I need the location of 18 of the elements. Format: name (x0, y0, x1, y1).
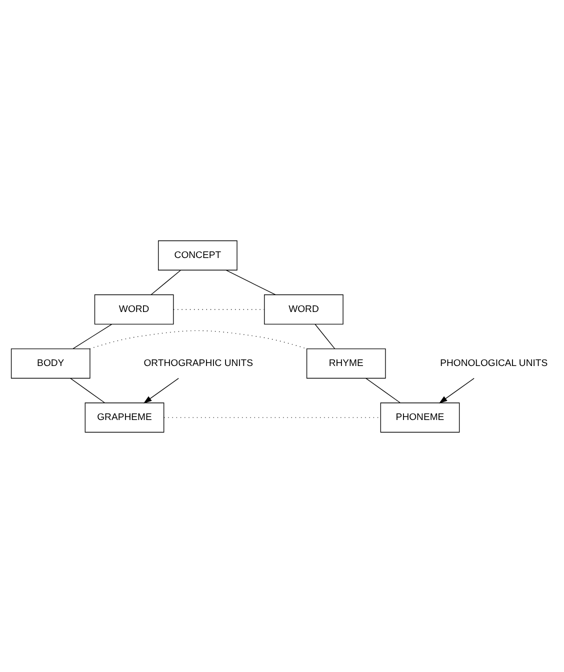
node-text: ORTHOGRAPHIC UNITS (144, 358, 254, 369)
node-box: PHONEME (380, 402, 460, 432)
node-box: BODY (10, 348, 90, 378)
node-box: GRAPHEME (84, 402, 164, 432)
connector (226, 269, 276, 295)
node-box: WORD (264, 294, 344, 324)
node-box: WORD (94, 294, 174, 324)
connector (366, 377, 400, 403)
node-text: PHONOLOGICAL UNITS (440, 358, 548, 369)
node-box: CONCEPT (158, 240, 238, 270)
connector (70, 377, 105, 403)
connector (72, 323, 112, 349)
connector (150, 269, 181, 294)
node-box: RHYME (306, 348, 386, 378)
connector (89, 330, 307, 349)
arrow (144, 377, 179, 403)
arrow (439, 377, 474, 403)
connector (314, 323, 336, 349)
